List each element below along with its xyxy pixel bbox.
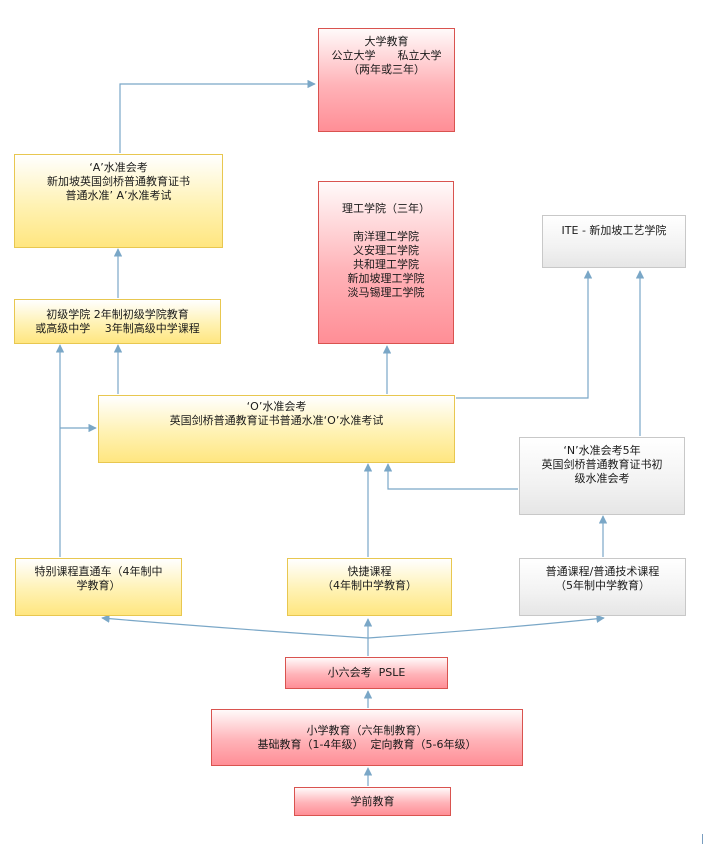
arrow-n-level-to-o-level xyxy=(383,463,518,490)
ite-label: ITE - 新加坡工艺学院 xyxy=(561,224,667,237)
polytechnic-school: 南洋理工学院 xyxy=(353,230,419,243)
a-level-desc-1: 新加坡英国剑桥普通教育证书 xyxy=(47,175,190,188)
university-box: 大学教育 公立大学 私立大学 （两年或三年） xyxy=(318,28,455,132)
arrow-o-level-to-ite xyxy=(456,270,593,399)
o-level-desc: 英国剑桥普通教育证书普通水准‘O’水准考试 xyxy=(169,414,384,427)
preschool-label: 学前教育 xyxy=(350,794,395,808)
a-level-box: ‘A’水准会考 新加坡英国剑桥普通教育证书 普通水准’ A’水准考试 xyxy=(14,154,223,248)
n-level-desc-1: 英国剑桥普通教育证书初 xyxy=(541,458,663,471)
preschool-box: 学前教育 xyxy=(294,787,451,816)
psle-box: 小六会考 PSLE xyxy=(285,657,448,689)
normal-duration: （5年制中学教育） xyxy=(555,579,650,592)
a-level-title: ‘A’水准会考 xyxy=(89,161,148,174)
junior-college-line-2: 或高级中学 3年制高级中学课程 xyxy=(35,321,200,335)
polytechnic-school: 共和理工学院 xyxy=(353,258,419,271)
polytechnic-school: 义安理工学院 xyxy=(353,244,419,257)
ip-track-box: 特别课程直通车（4年制中 学教育） xyxy=(15,558,182,616)
university-types: 公立大学 私立大学 xyxy=(331,49,442,62)
university-duration: （两年或三年） xyxy=(348,63,425,76)
express-duration: （4年制中学教育） xyxy=(322,579,417,592)
arrow-a-level-to-university xyxy=(119,79,316,153)
polytechnic-box: 理工学院（三年） 南洋理工学院 义安理工学院 共和理工学院 新加坡理工学院 淡马… xyxy=(318,181,454,344)
arrow-psle-to-normal xyxy=(367,614,605,639)
university-title: 大学教育 xyxy=(364,35,409,48)
ite-box: ITE - 新加坡工艺学院 xyxy=(542,215,686,268)
primary-box: 小学教育（六年制教育） 基础教育（1-4年级） 定向教育（5-6年级） xyxy=(211,709,523,766)
a-level-desc-2: 普通水准’ A’水准考试 xyxy=(65,189,172,202)
normal-title: 普通课程/普通技术课程 xyxy=(545,565,660,578)
o-level-box: ‘O’水准会考 英国剑桥普通教育证书普通水准‘O’水准考试 xyxy=(98,395,455,463)
n-level-desc-2: 级水准会考 xyxy=(574,472,630,485)
junior-college-box: 初级学院 2年制初级学院教育 或高级中学 3年制高级中学课程 xyxy=(14,299,221,344)
ip-track-line-2: 学教育） xyxy=(76,579,121,592)
polytechnic-school: 新加坡理工学院 xyxy=(347,272,425,285)
o-level-title: ‘O’水准会考 xyxy=(246,400,307,413)
arrow-psle-to-ip-track xyxy=(101,614,369,639)
n-level-box: ‘N’水准会考5年 英国剑桥普通教育证书初 级水准会考 xyxy=(519,437,685,515)
text-cursor xyxy=(702,834,703,844)
polytechnic-title: 理工学院（三年） xyxy=(342,202,430,215)
normal-box: 普通课程/普通技术课程 （5年制中学教育） xyxy=(519,558,686,616)
primary-title: 小学教育（六年制教育） xyxy=(306,723,428,737)
polytechnic-school: 淡马锡理工学院 xyxy=(347,286,425,299)
junior-college-line-1: 初级学院 2年制初级学院教育 xyxy=(46,307,189,321)
ip-track-line-1: 特别课程直通车（4年制中 xyxy=(34,565,163,578)
psle-label: 小六会考 PSLE xyxy=(327,666,406,679)
express-title: 快捷课程 xyxy=(347,565,392,578)
express-box: 快捷课程 （4年制中学教育） xyxy=(287,558,452,616)
primary-stages: 基础教育（1-4年级） 定向教育（5-6年级） xyxy=(257,737,477,751)
n-level-title: ‘N’水准会考5年 xyxy=(563,444,641,457)
